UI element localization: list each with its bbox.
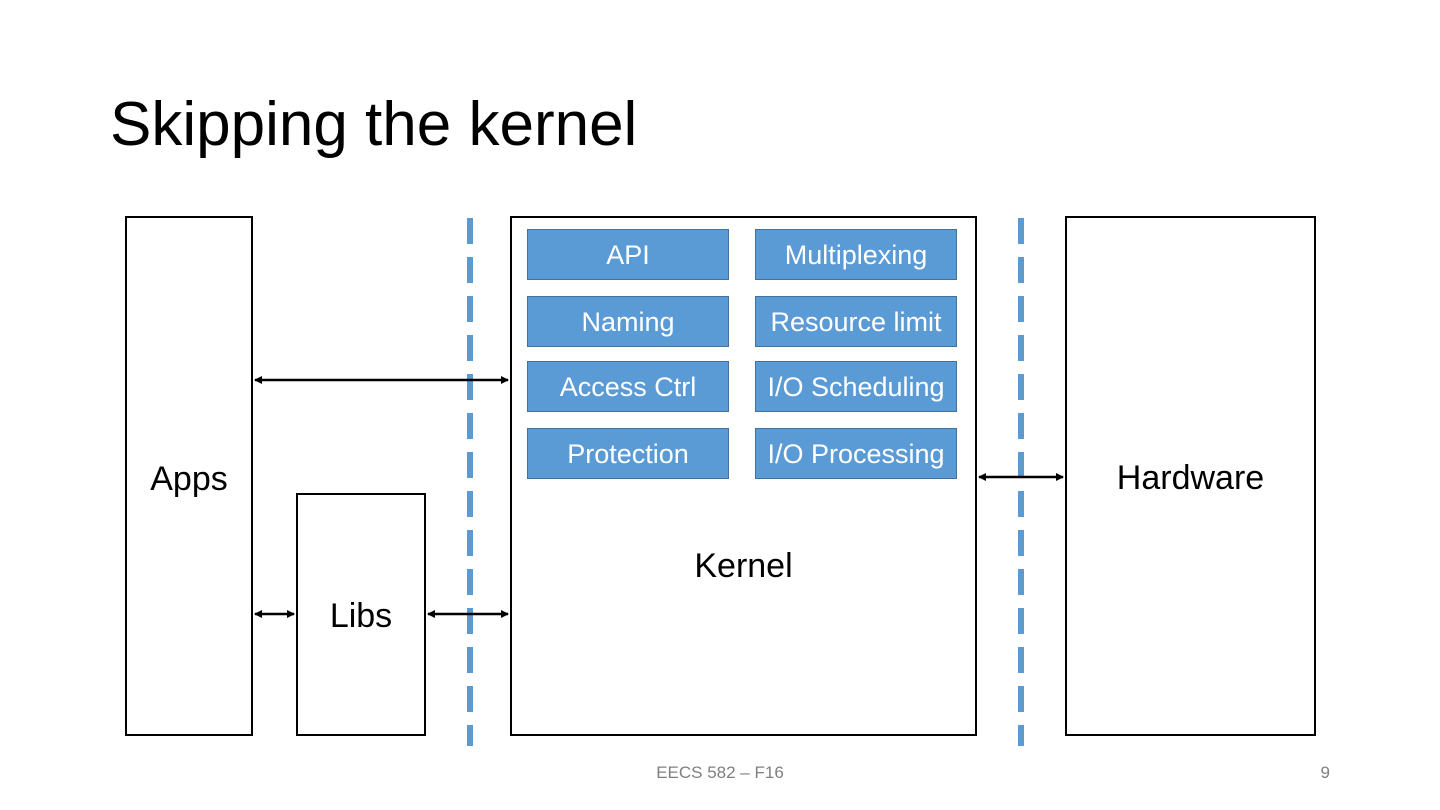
kernel-module-multiplexing: Multiplexing — [755, 229, 957, 280]
kernel-module-naming: Naming — [527, 296, 729, 347]
libs-label: Libs — [329, 597, 393, 635]
apps-label: Apps — [150, 460, 228, 498]
kernel-module-label: Multiplexing — [784, 239, 928, 270]
kernel-module-label: I/O Processing — [767, 438, 945, 469]
kernel-module-label: Resource limit — [770, 306, 942, 337]
kernel-module-resource-limit: Resource limit — [755, 296, 957, 347]
kernel-module-label: API — [606, 239, 650, 270]
libs-box — [296, 493, 426, 736]
kernel-module-protection: Protection — [527, 428, 729, 479]
page-number: 9 — [1320, 763, 1330, 782]
kernel-module-label: Access Ctrl — [559, 371, 697, 402]
kernel-module-access-ctrl: Access Ctrl — [527, 361, 729, 412]
kernel-module-label: Protection — [567, 438, 689, 469]
kernel-module-io-processing: I/O Processing — [755, 428, 957, 479]
hardware-label: Hardware — [1116, 459, 1265, 497]
slide-footer: EECS 582 – F16 — [656, 763, 784, 782]
kernel-module-label: I/O Scheduling — [767, 371, 945, 402]
kernel-module-io-scheduling: I/O Scheduling — [755, 361, 957, 412]
hardware-box — [1065, 216, 1316, 736]
kernel-module-label: Naming — [581, 306, 675, 337]
slide-title: Skipping the kernel — [110, 90, 638, 159]
kernel-module-api: API — [527, 229, 729, 280]
apps-box — [125, 216, 253, 736]
kernel-label: Kernel — [694, 547, 793, 585]
